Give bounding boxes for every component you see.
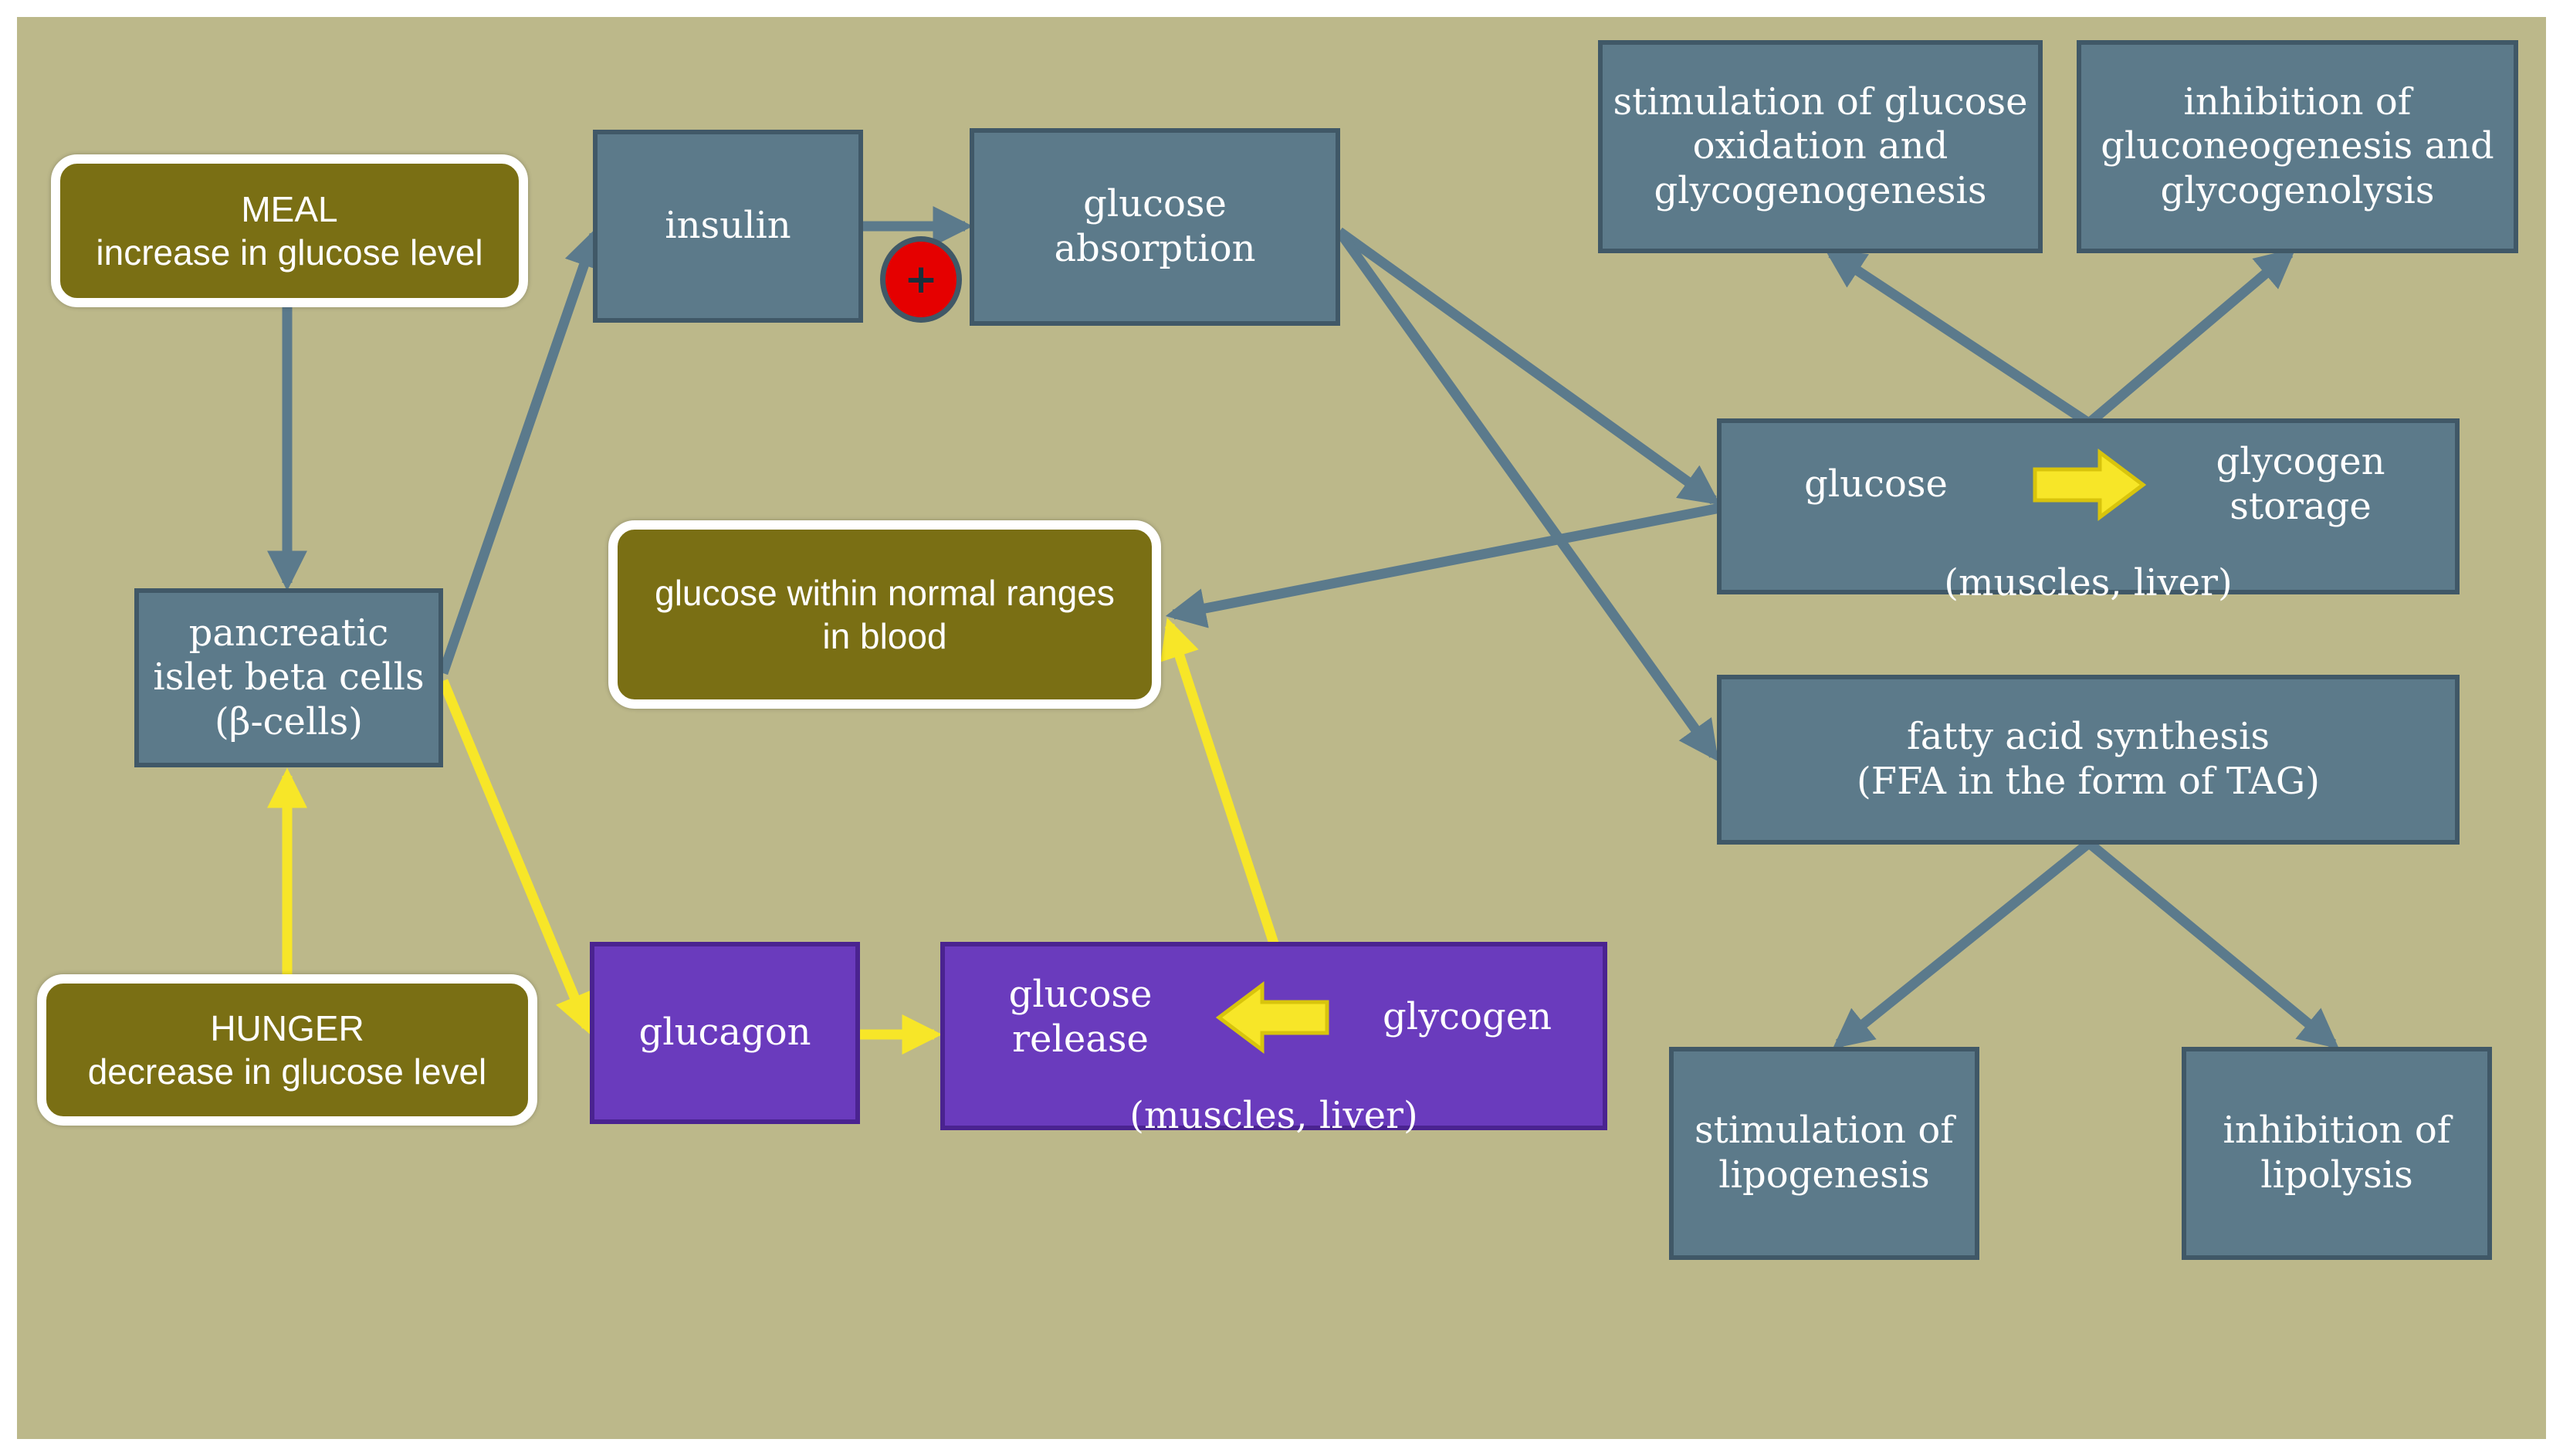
- lipogenesis-line-1: stimulation of: [1694, 1109, 1955, 1153]
- glycogen-source-label: glycogen: [1382, 994, 1552, 1038]
- glucagon-box: glucagon: [590, 942, 860, 1124]
- glucose-absorption-line-1: glucose: [1083, 182, 1227, 226]
- beta-cells-box: pancreatic islet beta cells (β-cells): [134, 588, 443, 767]
- right-block-arrow-icon: [2033, 448, 2146, 521]
- hunger-title: HUNGER: [210, 1007, 364, 1048]
- glucose-release-label: glucose release: [1008, 973, 1153, 1061]
- beta-cells-line-1: pancreatic: [188, 611, 389, 655]
- normal-glucose-line-1: glucose within normal ranges: [655, 572, 1115, 613]
- glucose-oxidation-box: stimulation of glucose oxidation and gly…: [1598, 40, 2043, 253]
- oxidation-line-3: glycogenogenesis: [1654, 168, 1987, 212]
- fatty-acid-synthesis-box: fatty acid synthesis (FFA in the form of…: [1717, 675, 2460, 845]
- insulin-box: insulin: [593, 130, 863, 323]
- glucose-label: glucose: [1804, 462, 1948, 506]
- glycogen-storage-box: glucose glycogen storage (muscles, liver…: [1717, 418, 2460, 604]
- glucagon-label: glucagon: [638, 1011, 811, 1055]
- glucose-release-box: glucose release glycogen (muscles, liver…: [940, 942, 1607, 1137]
- plus-icon: +: [880, 236, 962, 323]
- gluconeogenesis-inhibition-box: inhibition of gluconeogenesis and glycog…: [2077, 40, 2518, 253]
- lipolysis-box: inhibition of lipolysis: [2182, 1047, 2492, 1260]
- normal-glucose-box: glucose within normal ranges in blood: [608, 520, 1161, 709]
- glucose-absorption-box: glucose absorption: [970, 128, 1340, 326]
- gluconeo-line-1: inhibition of: [2183, 80, 2412, 124]
- glucose-release-location: (muscles, liver): [1129, 1094, 1418, 1138]
- lipogenesis-box: stimulation of lipogenesis: [1669, 1047, 1979, 1260]
- meal-subtitle: increase in glucose level: [96, 232, 483, 273]
- hunger-box: HUNGER decrease in glucose level: [37, 974, 537, 1126]
- lipolysis-line-1: inhibition of: [2223, 1109, 2451, 1153]
- gluconeo-line-3: glycogenolysis: [2160, 168, 2435, 212]
- glycogen-storage-label: glycogen storage: [2216, 440, 2385, 528]
- plus-symbol: +: [904, 256, 938, 303]
- insulin-label: insulin: [665, 204, 791, 248]
- fatty-acid-line-2: (FFA in the form of TAG): [1857, 760, 2320, 803]
- meal-box: MEAL increase in glucose level: [51, 154, 528, 307]
- gluconeo-line-2: gluconeogenesis and: [2101, 124, 2494, 168]
- glycogen-storage-location: (muscles, liver): [1944, 561, 2233, 605]
- fatty-acid-line-1: fatty acid synthesis: [1906, 715, 2270, 759]
- meal-title: MEAL: [241, 188, 338, 229]
- glucose-absorption-line-2: absorption: [1054, 227, 1256, 270]
- left-block-arrow-icon: [1216, 980, 1329, 1054]
- oxidation-line-1: stimulation of glucose: [1613, 80, 2028, 124]
- beta-cells-line-2: islet beta cells: [153, 655, 425, 699]
- hunger-subtitle: decrease in glucose level: [87, 1051, 487, 1092]
- beta-cells-line-3: (β-cells): [214, 699, 364, 743]
- normal-glucose-line-2: in blood: [822, 616, 947, 656]
- lipogenesis-line-2: lipogenesis: [1718, 1153, 1930, 1197]
- lipolysis-line-2: lipolysis: [2260, 1153, 2413, 1197]
- oxidation-line-2: oxidation and: [1692, 124, 1948, 168]
